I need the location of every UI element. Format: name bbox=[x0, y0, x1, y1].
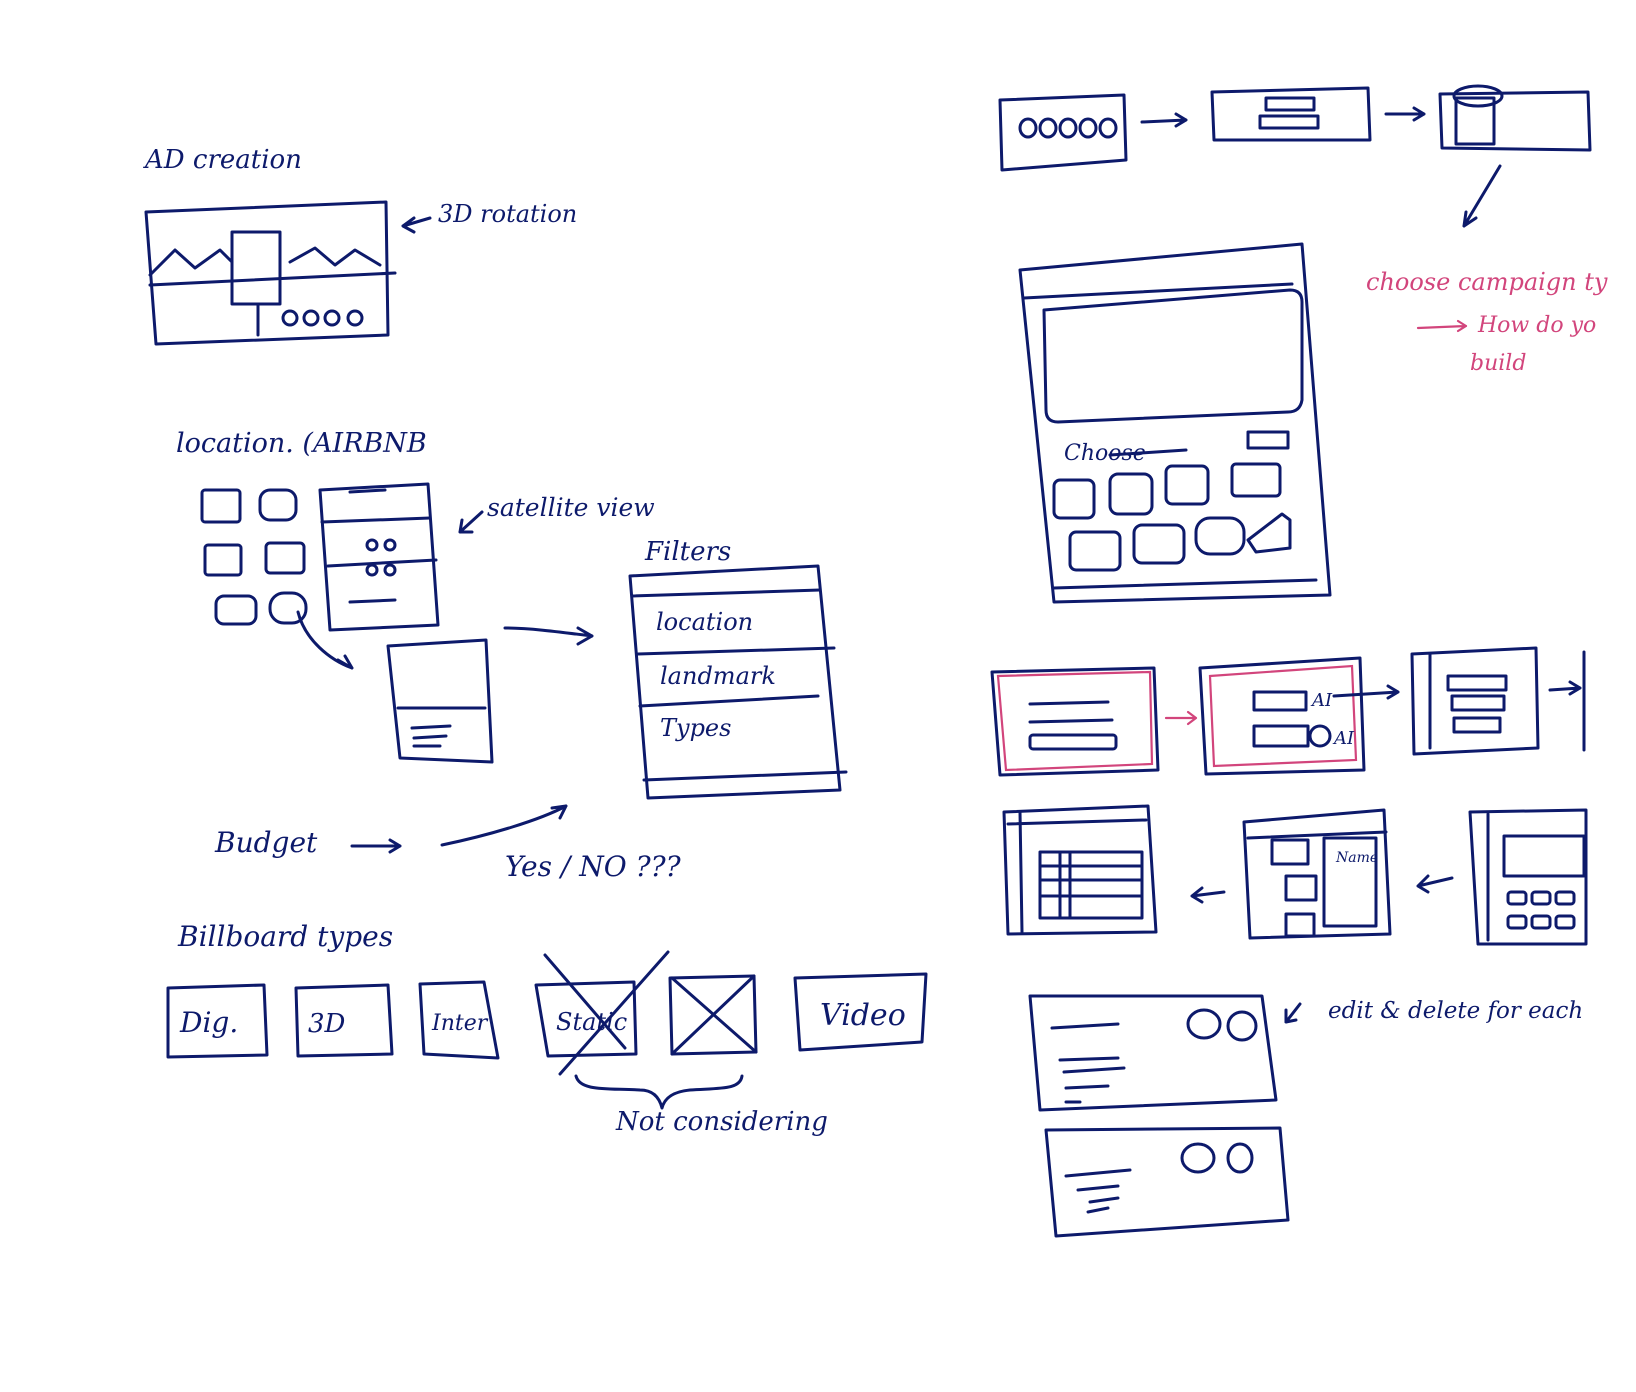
catalog-screen: Choose bbox=[1020, 244, 1330, 602]
arrow-icon bbox=[1166, 712, 1196, 724]
arrow-icon bbox=[352, 840, 400, 852]
edit-note: edit & delete for each bbox=[1328, 998, 1583, 1024]
arrow-icon bbox=[403, 218, 430, 232]
arrow-icon bbox=[1386, 108, 1424, 120]
detail-card bbox=[388, 640, 492, 762]
filter-item: location bbox=[656, 608, 753, 636]
ai-label: AI bbox=[1310, 690, 1333, 711]
edit-icon[interactable] bbox=[1188, 1010, 1220, 1038]
arrow-icon bbox=[1418, 876, 1452, 892]
billboard-section: Billboard types Dig. 3D Inter Static V bbox=[168, 920, 926, 1137]
location-title: location. (AIRBNB bbox=[176, 428, 427, 459]
delete-icon[interactable] bbox=[1228, 1012, 1256, 1040]
billboard-type-3d: 3D bbox=[296, 985, 392, 1056]
ad-creation-title: AD creation bbox=[143, 145, 302, 175]
screen-ai-options: AI AI bbox=[1200, 658, 1398, 774]
screen-detail: Name bbox=[1244, 810, 1390, 938]
filter-item: Types bbox=[660, 714, 731, 742]
campaign-note-line: choose campaign ty bbox=[1366, 268, 1608, 296]
screen-results-list bbox=[1412, 648, 1538, 754]
rotation-note: 3D rotation bbox=[438, 200, 577, 228]
campaign-note-line: build bbox=[1470, 351, 1526, 376]
budget-section: Budget Yes / NO ??? bbox=[214, 806, 682, 883]
billboard-title: Billboard types bbox=[177, 920, 393, 953]
billboard-type-label: Inter bbox=[431, 1011, 489, 1036]
ai-label: AI bbox=[1332, 728, 1355, 749]
billboard-type-label: 3D bbox=[308, 1009, 346, 1039]
billboard-type-video: Video bbox=[795, 974, 926, 1050]
campaign-note: choose campaign ty How do yo build bbox=[1366, 268, 1608, 376]
edit-icon[interactable] bbox=[1182, 1144, 1214, 1172]
billboard-type-crossed-excluded bbox=[670, 976, 756, 1054]
top-flow: choose campaign ty How do yo build bbox=[1000, 86, 1608, 376]
card-small bbox=[1046, 1128, 1288, 1236]
arrow-icon bbox=[460, 512, 482, 532]
billboard-type-label: Video bbox=[820, 998, 906, 1033]
filters-title: Filters bbox=[644, 537, 731, 567]
screen-input bbox=[992, 668, 1158, 775]
arrow-icon bbox=[1334, 686, 1398, 698]
budget-question: Yes / NO ??? bbox=[505, 850, 682, 883]
billboard-type-digital: Dig. bbox=[168, 985, 267, 1057]
screen-form bbox=[1212, 88, 1370, 140]
satellite-note: satellite view bbox=[487, 493, 655, 522]
card-large bbox=[1030, 996, 1276, 1110]
screen-selected bbox=[1440, 86, 1590, 150]
arrow-icon bbox=[505, 628, 592, 644]
arrow-icon bbox=[1550, 682, 1580, 694]
excluded-note: Not considering bbox=[615, 1107, 828, 1137]
detail-label: Name bbox=[1335, 850, 1378, 866]
budget-label: Budget bbox=[214, 826, 318, 859]
map-panel bbox=[320, 484, 438, 630]
arrow-icon bbox=[442, 806, 566, 845]
arrow-icon bbox=[1464, 166, 1500, 226]
delete-icon[interactable] bbox=[1228, 1144, 1252, 1172]
screen-table bbox=[1004, 806, 1156, 934]
arrow-icon bbox=[1286, 1004, 1300, 1022]
screen-grid bbox=[1470, 810, 1586, 944]
filters-section: Filters location landmark Types bbox=[630, 537, 846, 798]
ad-creation-section: AD creation 3D rotation bbox=[143, 145, 577, 344]
arrow-icon bbox=[1142, 114, 1186, 126]
arrow-icon bbox=[1192, 888, 1224, 902]
curved-arrow bbox=[298, 612, 352, 668]
bracket bbox=[576, 1076, 742, 1108]
lower-flow: Name bbox=[1004, 806, 1586, 944]
location-section: location. (AIRBNB satellite view bbox=[176, 428, 655, 762]
middle-flow: AI AI bbox=[992, 648, 1584, 775]
edit-cards: edit & delete for each bbox=[1030, 996, 1583, 1236]
campaign-note-line: How do yo bbox=[1477, 313, 1596, 338]
billboard-type-static-excluded: Static bbox=[536, 952, 668, 1074]
billboard-type-interactive: Inter bbox=[420, 982, 498, 1058]
billboard-type-label: Dig. bbox=[179, 1006, 238, 1039]
ad-creation-frame bbox=[146, 202, 395, 344]
location-thumbnails bbox=[202, 490, 306, 624]
screen-list bbox=[1000, 95, 1126, 170]
filter-item: landmark bbox=[660, 662, 776, 690]
